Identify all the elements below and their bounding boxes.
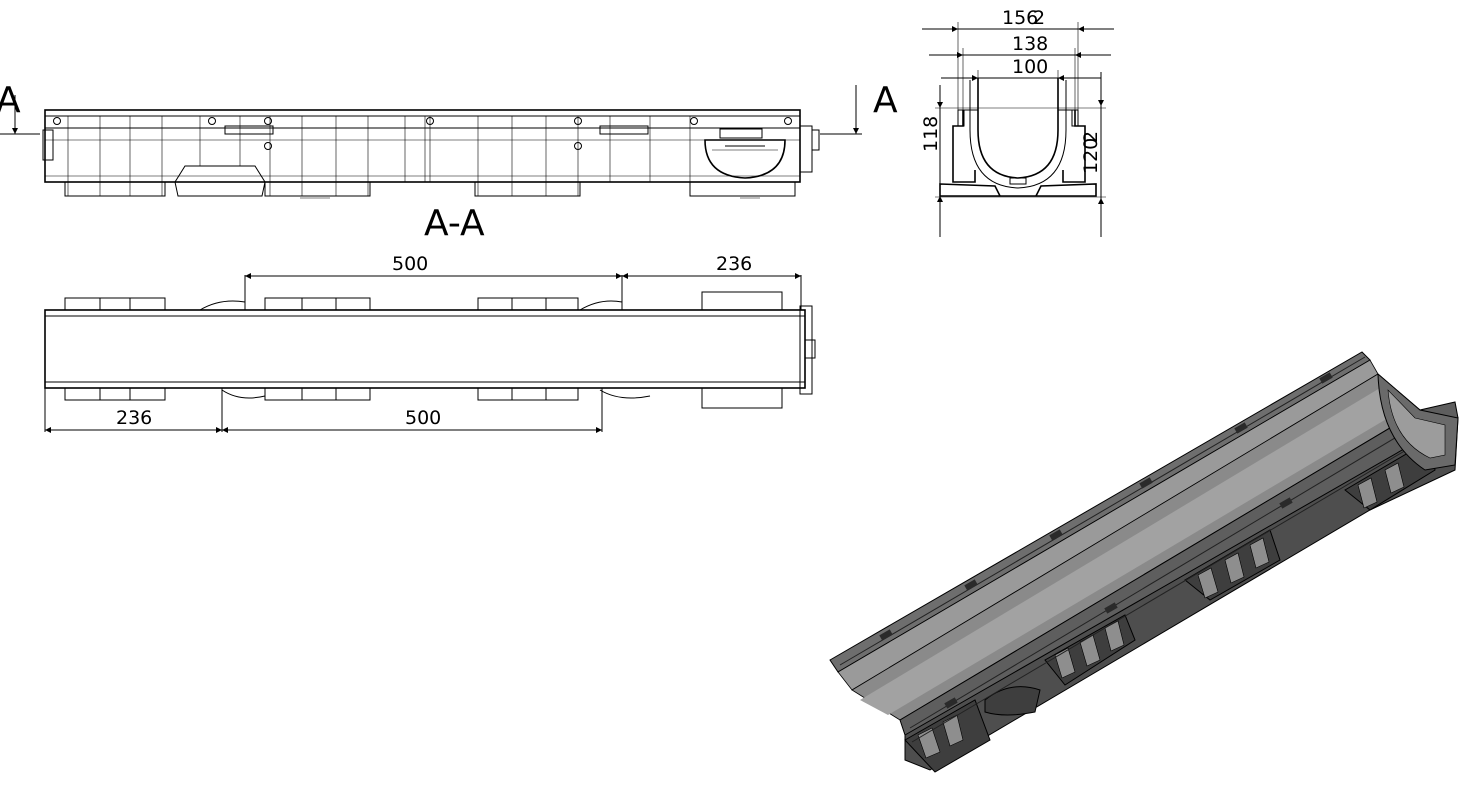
dim-bottom-236: 236 xyxy=(116,407,152,429)
dim-width-mid: 138 xyxy=(1012,33,1048,55)
channel-plan xyxy=(44,291,816,409)
isometric-channel-view xyxy=(829,351,1459,773)
dim-width-outer: 156 xyxy=(1002,7,1038,29)
section-marker-left: A xyxy=(0,80,21,121)
dim-height-left: 118 xyxy=(920,116,942,152)
cross-section-view: 156 2 138 100 118 120 2 xyxy=(920,7,1114,237)
section-title: A-A xyxy=(424,203,485,244)
dim-top-236: 236 xyxy=(716,253,752,275)
channel-side-elevation xyxy=(42,109,820,199)
dim-bottom-500: 500 xyxy=(405,407,441,429)
section-marker-right: A xyxy=(873,80,898,121)
section-view: A A xyxy=(0,80,898,244)
dim-width-outer-extra: 2 xyxy=(1033,7,1045,29)
plan-view: 500 236 xyxy=(44,253,816,433)
channel-profile xyxy=(939,78,1097,197)
dim-width-inner: 100 xyxy=(1012,56,1048,78)
dim-height-right-extra: 2 xyxy=(1080,131,1102,143)
dim-top-500: 500 xyxy=(392,253,428,275)
